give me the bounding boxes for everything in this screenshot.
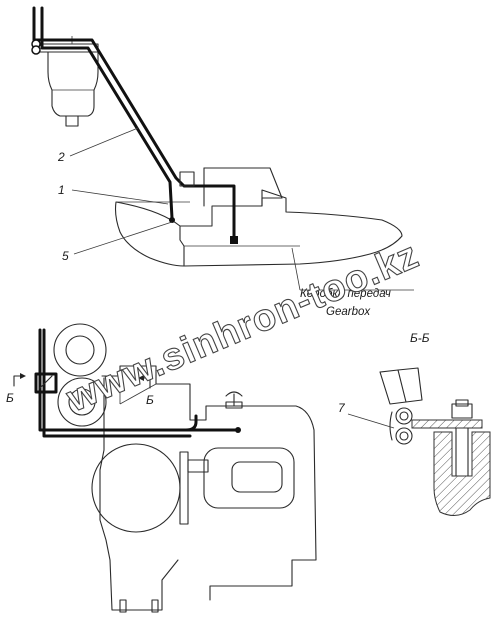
leader-1 [71,189,169,205]
callout-1: 1 [58,183,65,197]
callout-7: 7 [338,401,346,415]
gearbox-housing [114,167,403,267]
housing-block [433,431,491,516]
top-view: 2 1 5 Коробка передач Gearbox [31,6,414,318]
section-title: Б-Б [410,331,430,345]
leader-7 [347,413,395,429]
clamp-plate [411,419,483,429]
leader-5 [73,221,173,255]
callout-5: 5 [62,249,69,263]
tube-lower [395,427,413,445]
drum [91,443,181,533]
watermark: www.sinhron-too.kz [60,234,425,421]
tube-upper [395,407,413,425]
upper-roller [53,323,107,377]
section-view: Б-Б 7 [338,331,491,516]
svg-text:Б: Б [146,393,154,407]
hose-line-bottom [34,328,241,438]
breather-cap [225,391,243,409]
lower-roller [57,377,107,427]
leader-2 [69,127,139,157]
bottom-view: Б Б [6,323,317,613]
section-mark-right: Б [138,375,154,407]
section-mark-left: Б [6,373,26,405]
hose-line-2 [31,6,238,244]
leader-gearbox [291,247,301,291]
svg-text:Б: Б [6,391,14,405]
callout-2: 2 [57,150,65,164]
caption-en: Gearbox [326,306,371,318]
caption-ru: Коробка передач [300,288,391,300]
